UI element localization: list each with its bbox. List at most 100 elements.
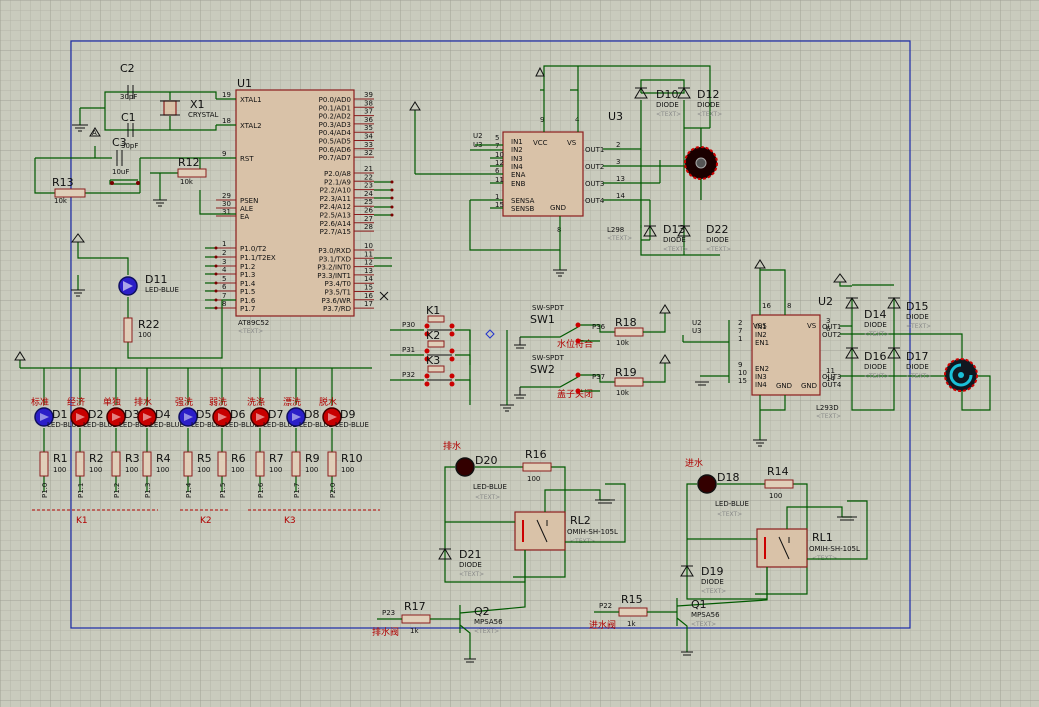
led-power-rail	[14, 351, 372, 369]
mcu-right-pin-num: 13	[364, 267, 373, 275]
switch-res-ref: R18	[615, 316, 637, 329]
u2-ref: U2	[818, 295, 833, 308]
mode-led-part: LED-BLUE	[119, 421, 153, 429]
transistor-ref: Q2	[474, 605, 490, 618]
reset-circuit: C3 10uF R13 10k R12 10k A	[34, 127, 236, 215]
relay-rl1-group[interactable]: 进水D18LED-BLUE<TEXT>R14100RL1OMIH-SH-105L…	[589, 457, 868, 656]
mcu-right-pin-label: P2.0/A8	[324, 170, 351, 178]
driver-u3[interactable]: U3 L298 <TEXT> IN15IN27IN310IN412ENA6ENB…	[409, 65, 720, 277]
diode-ref: D17	[906, 350, 928, 363]
driver-u2[interactable]: U2 L293D <TEXT> IN12IN27EN11EN29IN310IN4…	[682, 259, 991, 447]
cap-c1-ref: C1	[121, 111, 136, 124]
u3-left-pin: ENA	[511, 171, 526, 179]
mode-led-ref: D8	[304, 408, 319, 421]
relay-led-part: LED-BLUE	[473, 483, 507, 491]
u3-net: U2	[473, 132, 483, 140]
relay-net: P22	[599, 602, 612, 610]
u3-text: <TEXT>	[607, 235, 632, 242]
mode-led-res-val: 100	[53, 466, 66, 474]
u2-num: 16	[762, 302, 771, 310]
mcu-left-pins: XTAL119XTAL218RST9PSEN29ALE30EA31P1.0/T2…	[205, 91, 276, 313]
mcu-right-pin-num: 12	[364, 259, 373, 267]
u3-left-pin: IN2	[511, 146, 523, 154]
mode-led-ref: D4	[155, 408, 170, 421]
mode-led-port: P2.0	[329, 483, 337, 498]
mode-led-res-val: 100	[231, 466, 244, 474]
u2-right-pin: OUT3	[822, 373, 841, 381]
u2-right-num: 6	[826, 325, 831, 333]
u2-num: 8	[787, 302, 791, 310]
u3-left-num: 7	[495, 142, 499, 150]
mode-led-part: LED-BLUE	[225, 421, 259, 429]
mcu-left-pin-num: 8	[222, 300, 226, 308]
switch-label: 水位符合	[557, 338, 593, 350]
diode-text: <TEXT>	[906, 323, 931, 330]
diode-ref: D22	[706, 223, 728, 236]
u2-net: U2	[692, 319, 702, 327]
transistor-ref: Q1	[691, 598, 707, 611]
mode-led-res-ref: R6	[231, 452, 246, 465]
u3-left-pin: SENSB	[511, 205, 535, 213]
transistor-part: MPSA56	[474, 618, 503, 626]
transistor-text: <TEXT>	[474, 628, 499, 635]
mcu-text: <TEXT>	[238, 328, 263, 335]
base-res-ref: R17	[404, 600, 426, 613]
mode-led-label: 洗涤	[247, 396, 265, 408]
u2-left-num: 15	[738, 377, 747, 385]
u2-left-pin: IN3	[755, 373, 767, 381]
status-led-d11[interactable]: D11 LED-BLUE R22 100	[71, 233, 236, 359]
res-r12-ref: R12	[178, 156, 200, 169]
u3-left-pin: SENSA	[511, 197, 535, 205]
switch-port: P36	[592, 323, 606, 331]
mode-led-res-val: 100	[156, 466, 169, 474]
res-r12-val: 10k	[180, 178, 194, 186]
u3-left-num: 6	[495, 167, 500, 175]
mcu-right-pin-label: P0.0/AD0	[319, 96, 351, 104]
diode-text: <TEXT>	[663, 246, 688, 253]
relay-res-val: 100	[527, 475, 540, 483]
mcu-right-pins: P0.0/AD039P0.1/AD138P0.2/AD237P0.3/AD336…	[317, 91, 394, 313]
relay-rl2-group[interactable]: 排水D20LED-BLUE<TEXT>R16100RL2OMIH-SH-105L…	[372, 440, 626, 663]
u3-right-pin: OUT2	[585, 163, 604, 171]
mcu-right-pin-num: 16	[364, 292, 373, 300]
mode-led-port: P1.6	[257, 482, 265, 498]
mcu-left-pin-label: XTAL1	[240, 96, 262, 104]
relay-label: 排水	[443, 440, 461, 452]
mcu-left-pin-label: P1.6	[240, 297, 256, 305]
mcu-right-pin-label: P0.6/AD6	[319, 146, 352, 154]
mcu-left-pin-label: EA	[240, 213, 249, 221]
mode-led-res-ref: R7	[269, 452, 284, 465]
mcu-right-pin-num: 27	[364, 215, 373, 223]
res-r13-ref: R13	[52, 176, 74, 189]
mcu-right-pin-label: P0.4/AD4	[319, 129, 352, 137]
mcu-right-pin-label: P3.7/RD	[323, 305, 351, 313]
mode-led-label: 标准	[31, 396, 49, 408]
mode-led-part: LED-BLUE	[83, 421, 117, 429]
u3-left-num: 15	[495, 201, 504, 209]
mode-led-part: LED-BLUE	[191, 421, 225, 429]
mode-led-res-ref: R3	[125, 452, 140, 465]
res-r13-val: 10k	[54, 197, 68, 205]
mcu-right-pin-num: 10	[364, 242, 373, 250]
mcu-u1[interactable]: U1 AT89C52 <TEXT> XTAL119XTAL218RST9PSEN…	[205, 77, 394, 335]
u3-right-pin: OUT3	[585, 180, 604, 188]
mode-led-res-ref: R2	[89, 452, 104, 465]
relay-part: OMIH-SH-105L	[809, 545, 860, 553]
mode-led-res-val: 100	[305, 466, 318, 474]
